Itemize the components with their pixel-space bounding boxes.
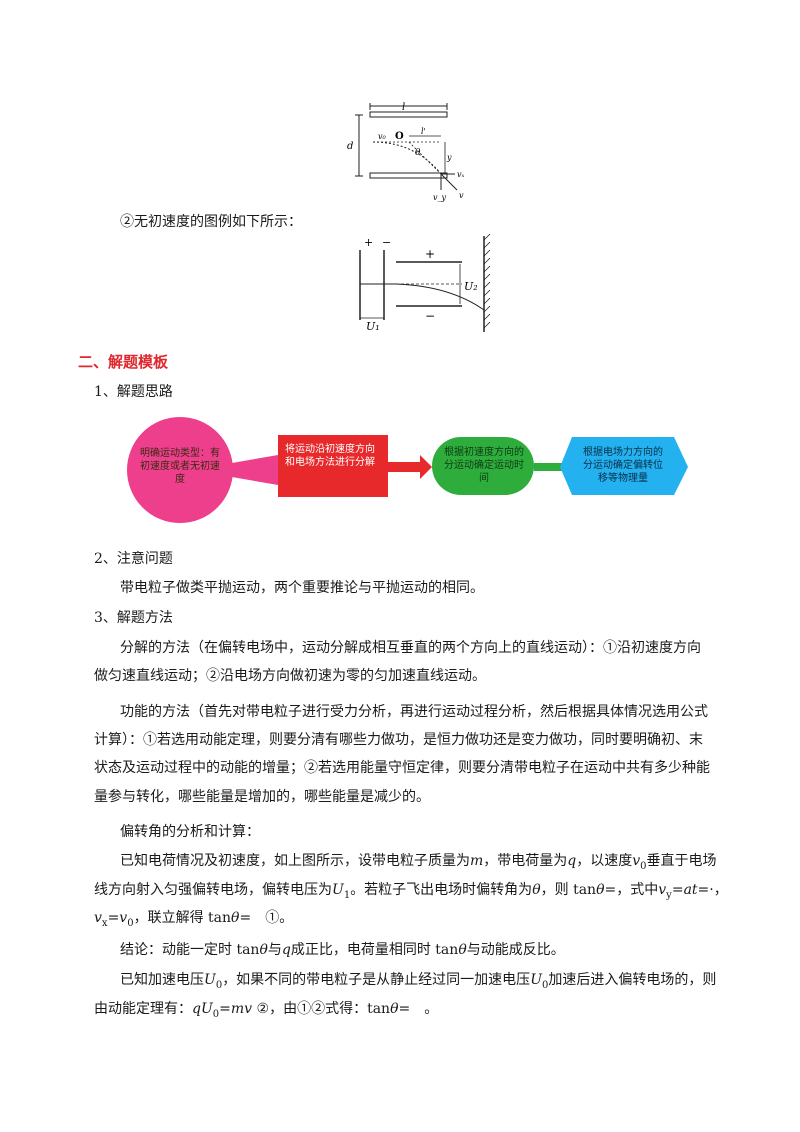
accel-line2: 由动能定理有：qU0=mv ②，由①②式得：tanθ= 。 — [94, 1001, 439, 1020]
label-l: l — [402, 102, 405, 113]
label-l-prime: l' — [421, 127, 426, 136]
flow-step3-box — [432, 437, 534, 495]
plus-top-plate: + — [425, 247, 435, 261]
energy-line1: 功能的方法（首先对带电粒子进行受力分析，再进行运动过程分析，然后根据具体情况选用… — [120, 704, 708, 720]
label-u2: U₂ — [464, 280, 478, 293]
label-origin: O — [395, 131, 404, 142]
flow-step2-box — [278, 435, 388, 497]
flow-step3-text: 根据初速度方向的分运动确定运动时间 — [444, 447, 524, 484]
label-v: v — [459, 191, 464, 200]
energy-line4: 量参与转化，哪些能量是增加的，哪些能量是减少的。 — [94, 789, 430, 805]
label-v0: v₀ — [378, 132, 387, 141]
flow-step4-box — [560, 437, 688, 495]
accel-line1: 已知加速电压U0，如果不同的带电粒子是从静止经过同一加速电压U0加速后进入偏转电… — [120, 972, 717, 991]
label-d: d — [347, 141, 353, 152]
flow-step4-text: 根据电场力方向的分运动确定偏转位移等物理量 — [583, 447, 663, 484]
known-line3: vx=v0，联立解得 tanθ= ①。 — [94, 910, 294, 929]
decomposition-line1: 分解的方法（在偏转电场中，运动分解成相互垂直的两个方向上的直线运动）：①沿初速度… — [120, 640, 701, 656]
decomposition-line2: 做匀速直线运动；②沿电场方向做初速为零的匀加速直线运动。 — [94, 668, 486, 684]
note-paragraph: 带电粒子做类平抛运动，两个重要推论与平抛运动的相同。 — [120, 580, 484, 596]
label-vy: v_y — [433, 193, 447, 202]
deflection-diagram-with-velocity: l d O v₀ l' θ y vₓ v_y v — [347, 102, 465, 202]
known-line2: 线方向射入匀强偏转电场，偏转电压为U1。若粒子飞出电场时偏转角为θ，则 tanθ… — [94, 882, 728, 901]
flow-step1-circle — [127, 417, 233, 523]
subsection-2: 2、注意问题 — [94, 551, 173, 567]
label-y: y — [446, 153, 452, 162]
label-theta: θ — [415, 148, 421, 158]
subsection-3: 3、解题方法 — [94, 610, 173, 626]
flow-step2-text: 将运动沿初速度方向和电场方法进行分解 — [285, 444, 375, 468]
label-vx: vₓ — [457, 170, 465, 179]
label-u1: U₁ — [366, 320, 380, 333]
conclusion-line: 结论：动能一定时 tanθ与q成正比，电荷量相同时 tanθ与动能成反比。 — [120, 942, 565, 958]
known-line1: 已知电荷情况及初速度，如上图所示，设带电粒子质量为m，带电荷量为q，以速度v0垂… — [120, 853, 717, 872]
plus-left: + — [364, 236, 373, 249]
energy-line3: 状态及运动过程中的动能的增量；②若选用能量守恒定律，则要分清带电粒子在运动中共有… — [94, 760, 710, 776]
minus-bottom-plate: − — [425, 309, 435, 323]
minus-left: − — [382, 236, 391, 249]
energy-line2: 计算）：①若选用动能定理，则要分清有哪些力做功，是恒力做功还是变力做功，同时要明… — [94, 732, 703, 748]
figure-caption: ②无初速度的图例如下所示： — [120, 214, 302, 230]
acceleration-deflection-diagram: + − + − U₂ U₁ — [359, 234, 491, 333]
flowchart — [127, 417, 688, 523]
subsection-1: 1、解题思路 — [94, 384, 173, 400]
flow-step1-text: 明确运动类型：有初速度或者无初速度 — [140, 448, 220, 485]
angle-title: 偏转角的分析和计算： — [120, 824, 260, 840]
section-title: 二、解题模板 — [78, 353, 169, 371]
